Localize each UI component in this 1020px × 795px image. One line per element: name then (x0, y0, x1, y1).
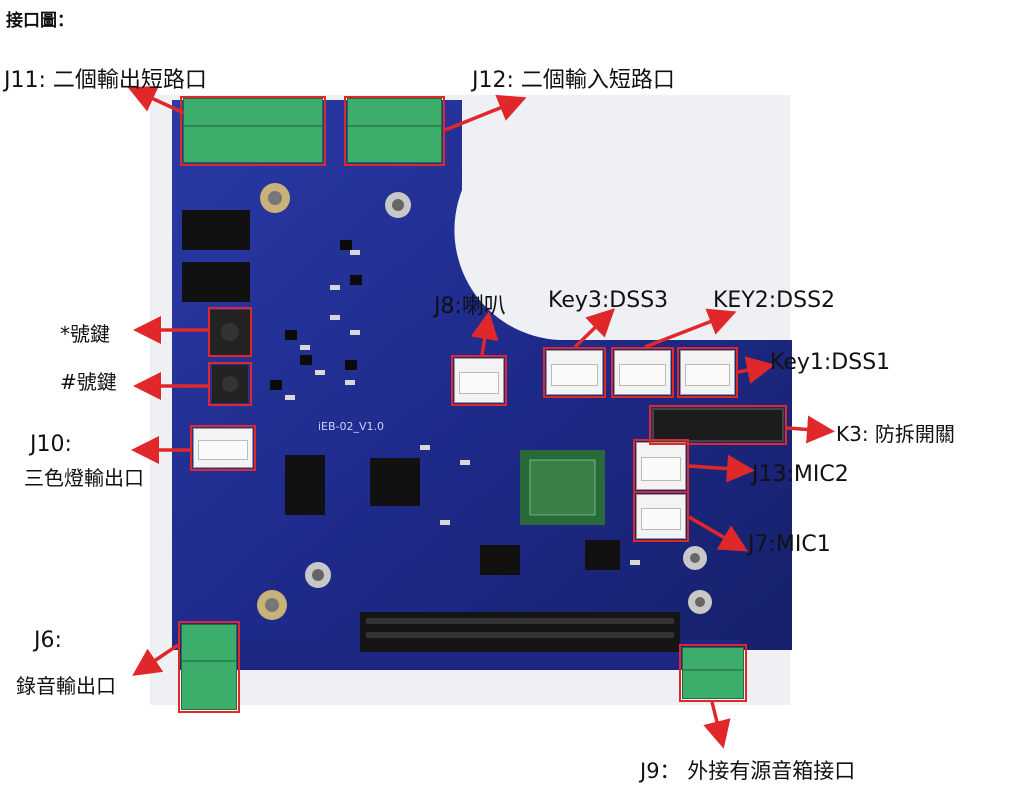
j10-label-code: J10: (30, 432, 72, 457)
j12-terminal (347, 98, 442, 163)
key3-connector (546, 350, 603, 395)
hash-key-label: #號鍵 (60, 370, 117, 394)
j9-terminal (682, 647, 744, 699)
j6-highlight (178, 621, 240, 713)
key3-highlight (543, 347, 606, 398)
star-key-label: *號鍵 (60, 322, 110, 346)
board-silk-name: iEB-02_V1.0 (318, 420, 385, 433)
j11-label: J11: 二個輸出短路口 (4, 68, 207, 93)
star-key-highlight (208, 307, 252, 357)
j12-highlight (344, 96, 445, 166)
j13-connector (636, 442, 686, 490)
key3-label: Key3:DSS3 (548, 288, 669, 313)
j11-terminal (183, 98, 323, 163)
j12-label: J12: 二個輸入短路口 (472, 68, 675, 93)
j8-highlight (451, 355, 507, 406)
j6-label-code: J6: (34, 628, 62, 653)
j10-connector (193, 428, 253, 468)
key1-label: Key1:DSS1 (770, 350, 891, 375)
k3-highlight (649, 405, 787, 445)
j9-label: J9： 外接有源音箱接口 (640, 759, 856, 783)
j8-connector (454, 358, 504, 403)
j7-label: J7:MIC1 (748, 532, 831, 557)
j6-terminal (181, 624, 237, 710)
j7-highlight (633, 491, 689, 542)
key1-highlight (677, 347, 738, 398)
hash-key-highlight (208, 362, 252, 406)
key2-label: KEY2:DSS2 (713, 288, 836, 313)
key2-highlight (611, 347, 674, 398)
key1-connector (680, 350, 735, 395)
j10-highlight (190, 425, 256, 471)
j6-label-desc: 錄音輸出口 (16, 674, 116, 698)
j9-highlight (679, 644, 747, 702)
j8-label: J8:喇叭 (434, 294, 506, 319)
page-title: 接口圖： (6, 11, 74, 31)
j13-label: J13:MIC2 (752, 462, 849, 487)
k3-label: K3: 防拆開關 (836, 422, 955, 446)
j10-label-desc: 三色燈輸出口 (24, 466, 144, 490)
j7-connector (636, 494, 686, 539)
key2-connector (614, 350, 671, 395)
j11-highlight (180, 96, 326, 166)
k3-tamper-switch (652, 408, 784, 442)
